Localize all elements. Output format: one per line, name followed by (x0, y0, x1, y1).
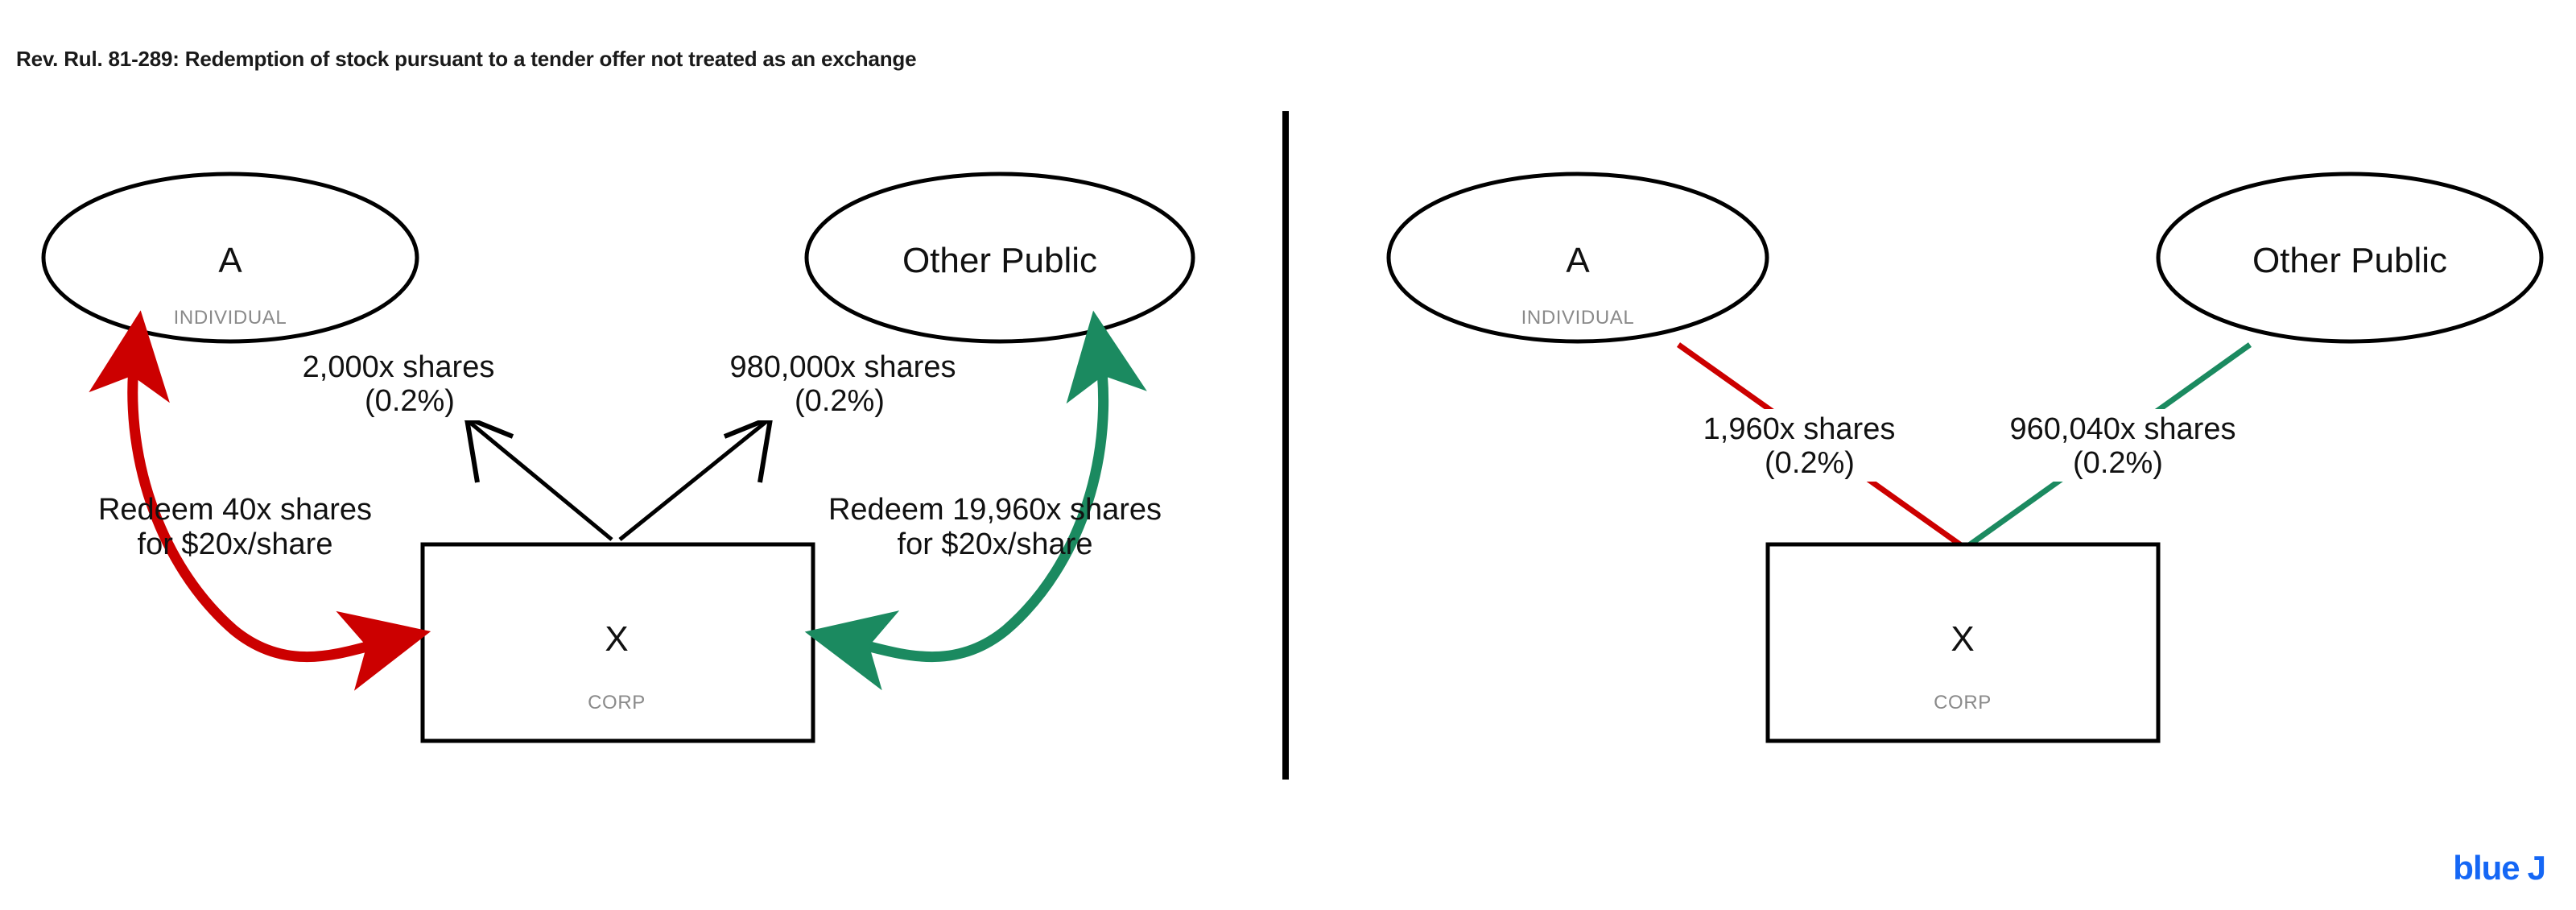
edge-a-to-x-left-label-line2: (0.2%) (365, 384, 455, 418)
ellipse-shape (2156, 172, 2544, 344)
node-other-public-left-label: Other Public (902, 241, 1097, 280)
node-other-public-right-label: Other Public (2252, 241, 2447, 280)
panel-before: A INDIVIDUAL Other Public X CORP Redeem … (41, 172, 1195, 743)
edge-a-to-x-right-label-line2: (0.2%) (1765, 446, 1855, 480)
edge-public-to-x-right-label-line1: 960,040x shares (2010, 412, 2236, 446)
edge-a-to-x-left-label-line1: 2,000x shares (303, 350, 495, 384)
edge-public-to-x-right-label-line2: (0.2%) (2073, 446, 2163, 480)
node-x-right[interactable]: X CORP (1765, 542, 2161, 743)
edge-redeem-public-label-line1: Redeem 19,960x shares (828, 493, 1162, 527)
label-bg-public-left (720, 348, 970, 420)
brand-name-blue: blue (2453, 849, 2520, 887)
label-bg-a-right (1686, 409, 1904, 482)
edge-a-to-x-right-label-line1: 1,960x shares (1703, 412, 1896, 446)
node-x-right-label: X (1951, 619, 1974, 659)
node-a-left[interactable]: A INDIVIDUAL (41, 172, 419, 344)
ownership-line-a-left (449, 405, 613, 541)
node-x-left-subtitle: CORP (588, 692, 646, 714)
edge-public-to-x-left-label-line1: 980,000x shares (730, 350, 956, 384)
ownership-line-public-left (618, 405, 786, 541)
node-a-left-label: A (218, 241, 242, 280)
edge-redeem-public-label-line2: for $20x/share (898, 527, 1093, 561)
node-x-left[interactable]: X CORP (420, 542, 815, 743)
node-a-right[interactable]: A INDIVIDUAL (1386, 172, 1769, 344)
redeem-public-arrow-path (804, 310, 1147, 691)
node-a-right-label: A (1566, 241, 1590, 280)
brand-name-j: J (2527, 849, 2546, 887)
edge-redeem-a[interactable] (89, 310, 431, 691)
label-bg-public-right (1996, 409, 2246, 482)
node-a-right-subtitle: INDIVIDUAL (1521, 307, 1635, 329)
edge-public-to-x-left-label-line2: (0.2%) (795, 384, 885, 418)
edge-redeem-a-label-line2: for $20x/share (138, 527, 333, 561)
node-x-right-subtitle: CORP (1934, 692, 1992, 714)
node-other-public-left[interactable]: Other Public (804, 172, 1195, 344)
panel-after: A INDIVIDUAL Other Public X CORP 1,960x … (1386, 172, 2544, 743)
node-x-left-label: X (605, 619, 628, 659)
page-title: Rev. Rul. 81-289: Redemption of stock pu… (16, 47, 917, 71)
edge-redeem-a-label-line1: Redeem 40x shares (98, 493, 372, 527)
redeem-a-arrow-path (89, 310, 431, 691)
edge-redeem-public[interactable] (804, 310, 1147, 691)
rect-shape (1765, 542, 2161, 743)
node-a-left-subtitle: INDIVIDUAL (174, 307, 287, 329)
node-other-public-right[interactable]: Other Public (2156, 172, 2544, 344)
label-bg-a-left (290, 348, 502, 420)
ellipse-shape (1386, 172, 1769, 344)
